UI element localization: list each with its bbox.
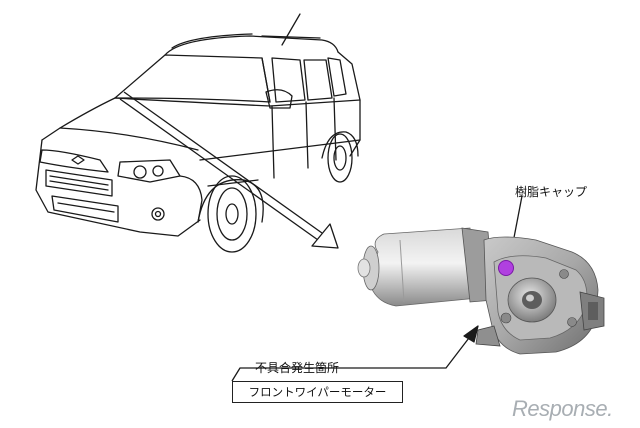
wiper-motor-image <box>357 227 605 355</box>
suv-drawing <box>35 13 361 253</box>
resin-cap-label: 樹脂キャップ <box>515 185 588 199</box>
part-name-text: フロントワイパーモーター <box>248 385 387 399</box>
part-name-box: フロントワイパーモーター <box>232 381 403 403</box>
response-watermark: Response. <box>512 396 613 421</box>
resin-cap-marker <box>498 260 514 276</box>
defect-location-label: 不具合発生箇所 <box>255 361 340 375</box>
pointer-arrows <box>119 91 523 382</box>
